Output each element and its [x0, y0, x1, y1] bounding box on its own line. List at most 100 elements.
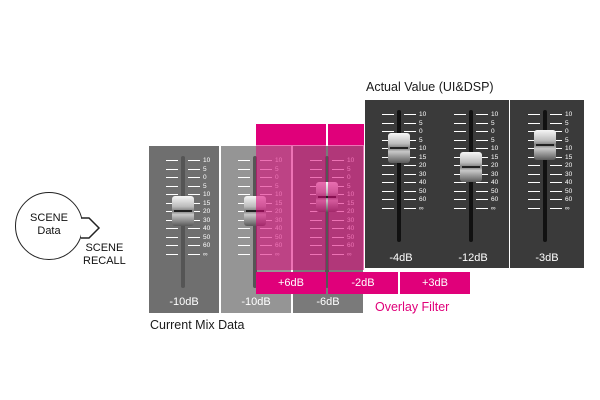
scale-label: 50 [419, 187, 427, 195]
fader-tick [166, 245, 178, 246]
scale-label: 10 [491, 111, 499, 118]
fader-tick [454, 122, 466, 124]
scale-label: 5 [419, 136, 423, 144]
fader-tick [454, 148, 466, 149]
scene-circle-line2: Data [37, 225, 61, 237]
fader-tick [188, 185, 200, 187]
fader-tick [404, 182, 416, 183]
current-mix-caption: Current Mix Data [150, 318, 245, 332]
scale-label: ∞ [491, 204, 496, 212]
fader-tick [404, 199, 416, 200]
fader-tick [550, 131, 562, 132]
scale-label: 20 [565, 162, 573, 169]
scale-label: 50 [491, 187, 499, 195]
fader-tick [476, 199, 488, 200]
scale-label: 5 [203, 182, 207, 190]
scale-label: 30 [203, 216, 211, 224]
overlay-top-1 [256, 124, 326, 145]
fader-tick [550, 182, 562, 183]
fader-tick [528, 165, 540, 166]
fader-tick [404, 165, 416, 166]
fader-knob[interactable] [534, 130, 556, 160]
fader-tick [550, 139, 562, 141]
fader-tick [476, 122, 488, 124]
fader-tick [454, 190, 466, 192]
fader-tick [188, 236, 200, 238]
scale-label: 10 [565, 111, 573, 118]
fader-tick [404, 131, 416, 132]
fader-tick [188, 202, 200, 204]
fader-tick [188, 228, 200, 229]
overlay-panel-1 [256, 145, 326, 270]
scale-label: 40 [419, 179, 427, 186]
recall-line2: RECALL [83, 255, 126, 267]
fader-tick [382, 122, 394, 124]
scale-label: ∞ [565, 204, 570, 212]
fader-tick [550, 156, 562, 158]
scale-label: ∞ [419, 204, 424, 212]
scene-data-bubble: SCENE Data [15, 192, 83, 260]
fader-tick [476, 148, 488, 149]
fader-tick [476, 114, 488, 115]
fader-tick [476, 182, 488, 183]
scale-label: 60 [491, 196, 499, 203]
fader-knob[interactable] [388, 133, 410, 163]
fader-tick [238, 228, 250, 229]
scale-label: 40 [565, 179, 573, 186]
fader-tick [188, 160, 200, 161]
overlay-top-2 [328, 124, 364, 145]
fader-knob[interactable] [172, 196, 194, 226]
fader-tick [454, 114, 466, 115]
scale-label: 40 [491, 179, 499, 186]
fader-tick [238, 236, 250, 238]
fader-tick [454, 207, 466, 209]
fader-tick [166, 185, 178, 187]
fader-tick [550, 148, 562, 149]
scale-label: 15 [491, 153, 499, 161]
scale-label: 30 [565, 170, 573, 178]
fader-tick [404, 114, 416, 115]
fader-tick [382, 114, 394, 115]
fader-groove [397, 110, 401, 242]
scale-label: ∞ [203, 250, 208, 258]
scale-label: 10 [565, 145, 573, 152]
fader-tick [550, 122, 562, 124]
scale-label: 20 [491, 162, 499, 169]
scale-label: 5 [419, 119, 423, 127]
fader-tick [454, 182, 466, 183]
overlay-panel-2 [328, 145, 364, 270]
fader-tick [550, 173, 562, 175]
scale-label: 60 [419, 196, 427, 203]
recall-line1: SCENE [85, 242, 124, 254]
fader-tick [404, 156, 416, 158]
fader-tick [382, 131, 394, 132]
scale-label: 0 [419, 128, 423, 135]
fader-tick [476, 165, 488, 166]
overlay-offset-1: +6dB [256, 272, 326, 294]
fader-tick [528, 190, 540, 192]
fader-tick [454, 199, 466, 200]
fader-tick [404, 148, 416, 149]
fader-tick [404, 122, 416, 124]
scale-label: 0 [203, 174, 207, 181]
scale-label: 5 [565, 136, 569, 144]
fader-tick [188, 245, 200, 246]
fader-tick [166, 228, 178, 229]
scale-label: 0 [565, 128, 569, 135]
fader-tick [476, 139, 488, 141]
actual-channel-1-value: -4dB [389, 252, 413, 264]
current-mix-channel-1-value: -10dB [169, 296, 199, 308]
fader-tick [238, 177, 250, 178]
fader-tick [528, 199, 540, 200]
fader-tick [188, 168, 200, 170]
fader-tick [238, 245, 250, 246]
fader-knob[interactable] [460, 152, 482, 182]
fader-tick [238, 253, 250, 255]
fader-tick [528, 182, 540, 183]
fader-tick [528, 207, 540, 209]
